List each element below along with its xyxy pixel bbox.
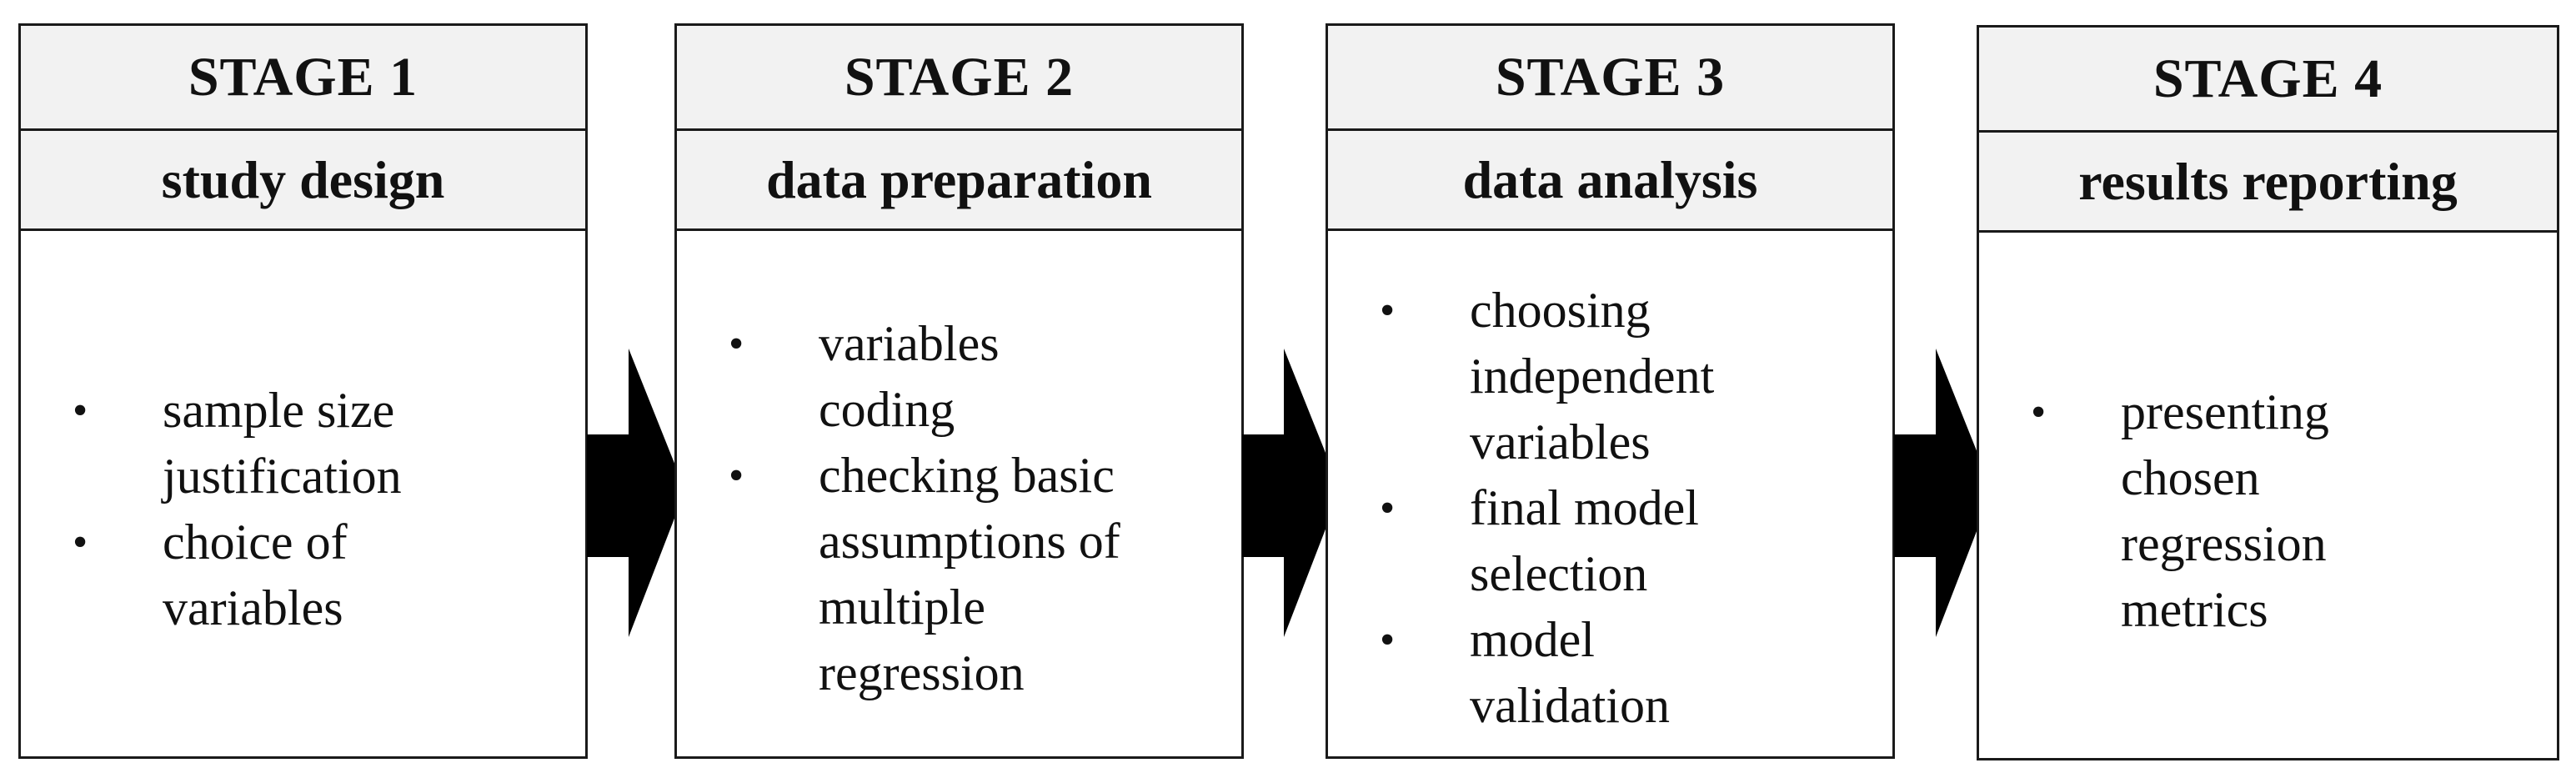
arrow-right-icon [1242,349,1341,637]
bullet-icon: • [1380,484,1396,532]
bullet-icon: • [729,320,744,368]
stage-1-list: • sample size justification • choice of … [21,378,585,641]
list-item: • sample size justification [21,378,513,509]
arrow-right-shape [587,349,685,637]
stage-3-title: data analysis [1328,131,1892,231]
list-item-text: variables coding [819,316,1000,437]
stage-2-label: STAGE 2 [677,26,1241,131]
stage-3-box: STAGE 3 data analysis • choosing indepen… [1326,23,1895,759]
arrow-right-shape [1242,349,1341,637]
stage-3-body: • choosing independent variables • final… [1328,231,1892,754]
list-item-text: sample size justification [163,383,402,504]
bullet-icon: • [729,452,744,499]
stage-4-list: • presenting chosen regression metrics [1979,379,2557,643]
stage-4-box: STAGE 4 results reporting • presenting c… [1977,25,2559,760]
stage-1-body: • sample size justification • choice of … [21,231,585,754]
arrow-right-icon [1894,349,1992,637]
stage-3-list: • choosing independent variables • final… [1328,278,1892,739]
stage-2-list: • variables coding • checking basic assu… [677,311,1241,706]
arrow-right-shape [1894,349,1992,637]
list-item-text: final model selection [1470,480,1699,601]
bullet-icon: • [2031,389,2047,436]
stage-1-box: STAGE 1 study design • sample size justi… [18,23,588,759]
bullet-icon: • [73,387,88,434]
stage-4-body: • presenting chosen regression metrics [1979,233,2557,755]
list-item: • choice of variables [21,509,429,641]
list-item: • presenting chosen regression metrics [1979,379,2438,643]
stage-4-title: results reporting [1979,133,2557,233]
stage-2-title: data preparation [677,131,1241,231]
arrow-right-icon [587,349,685,637]
stage-4-label: STAGE 4 [1979,28,2557,133]
stage-1-title: study design [21,131,585,231]
bullet-icon: • [73,519,88,566]
list-item-text: model validation [1470,612,1670,733]
list-item: • final model selection [1328,475,1787,607]
stage-3-label: STAGE 3 [1328,26,1892,131]
list-item: • choosing independent variables [1328,278,1787,475]
stage-1-label: STAGE 1 [21,26,585,131]
list-item-text: checking basic assumptions of multiple r… [819,448,1120,700]
list-item: • checking basic assumptions of multiple… [677,443,1202,706]
list-item: • model validation [1328,607,1787,739]
bullet-icon: • [1380,287,1396,334]
list-item-text: choosing independent variables [1470,283,1715,469]
stage-2-box: STAGE 2 data preparation • variables cod… [674,23,1244,759]
list-item-text: presenting chosen regression metrics [2121,384,2329,637]
list-item-text: choice of variables [163,514,348,635]
bullet-icon: • [1380,616,1396,664]
list-item: • variables coding [677,311,1069,443]
stage-2-body: • variables coding • checking basic assu… [677,231,1241,754]
